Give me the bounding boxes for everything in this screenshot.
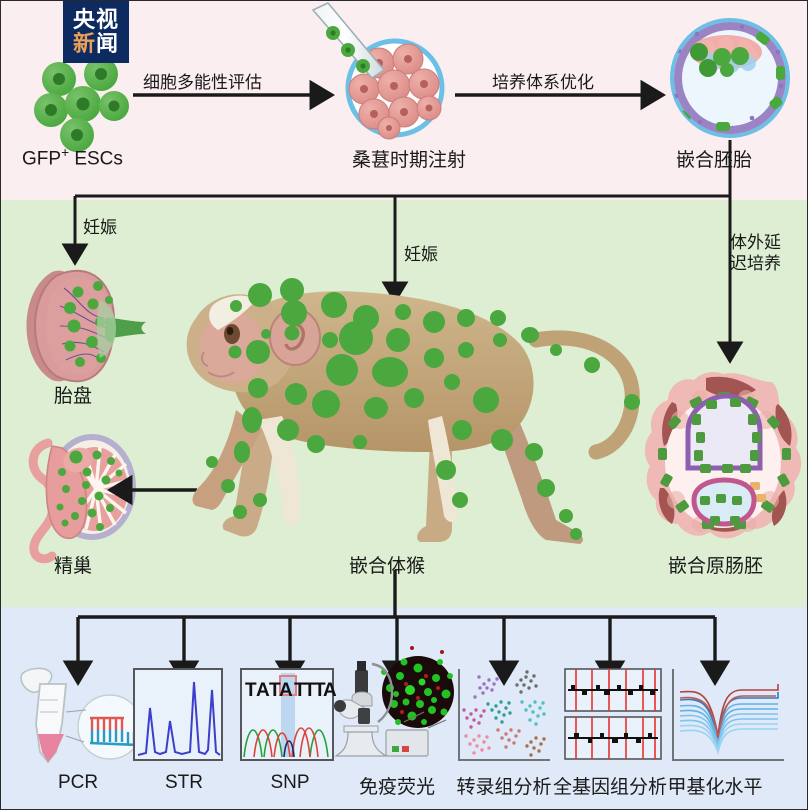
- assay-label-snp: SNP: [270, 772, 310, 793]
- label-chimeric-gastruloid: 嵌合原肠胚: [668, 556, 764, 577]
- label-arrow-gestation-monkey: 妊娠: [404, 245, 438, 264]
- logo-char-xin: 新: [72, 30, 96, 56]
- assay-label-meth: 甲基化水平: [667, 777, 763, 798]
- logo-char-wen: 闻: [96, 30, 120, 56]
- assay-label-str: STR: [165, 772, 203, 793]
- label-morula-injection: 桑葚时期注射: [352, 150, 467, 171]
- label-arrow-in-vitro-extended-culture: 体外延 迟培养: [730, 232, 781, 275]
- label-arrow-gestation-placenta: 妊娠: [83, 218, 117, 237]
- logo-line-xinwen: 新闻: [72, 30, 120, 56]
- label-placenta: 胎盘: [54, 386, 93, 407]
- label-testis: 精巢: [54, 556, 93, 577]
- label-arrow-pluripotency-assessment: 细胞多能性评估: [143, 73, 262, 92]
- assay-label-pcr: PCR: [57, 772, 99, 793]
- assay-label-rna: 转录组分析: [456, 777, 552, 798]
- label-chimeric-monkey: 嵌合体猴: [349, 556, 426, 577]
- logo-line-yangshi: 央视: [72, 6, 119, 32]
- label-in-vitro-line2: 迟培养: [730, 254, 781, 274]
- cctv-news-logo: 央视 新闻: [63, 0, 129, 63]
- label-arrow-culture-optimization: 培养体系优化: [492, 73, 594, 92]
- label-gfp-escs: GFP+ ESCs: [22, 145, 123, 170]
- assay-label-wgs: 全基因组分析: [552, 777, 667, 798]
- label-chimeric-embryo: 嵌合胚胎: [676, 150, 753, 171]
- assay-label-if: 免疫荧光: [358, 777, 435, 798]
- label-in-vitro-line1: 体外延: [730, 233, 781, 252]
